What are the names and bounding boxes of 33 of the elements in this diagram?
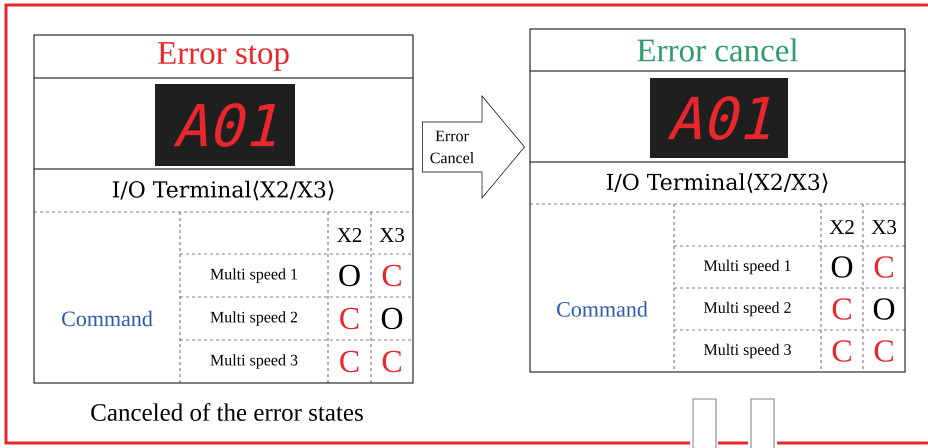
terminal-label: I/O Terminal⟨X2/X3⟩	[112, 180, 334, 200]
terminal-label: I/O Terminal⟨X2/X3⟩	[606, 173, 828, 193]
row-label: Multi speed 3	[704, 344, 791, 358]
heading: Error stop	[158, 42, 289, 71]
state-letter: C	[874, 340, 893, 362]
column-header: X2	[830, 220, 854, 234]
state-letter: C	[340, 350, 358, 372]
row-label: Multi speed 2	[704, 302, 791, 316]
seven-segment-display: A01	[155, 84, 295, 166]
state-letter: C	[382, 264, 401, 286]
edge-label: Error Cancel	[430, 130, 474, 164]
state-letter: C	[832, 298, 851, 320]
column-header: X3	[872, 220, 896, 234]
command-label: Command	[62, 310, 153, 326]
state-letter: O	[874, 298, 894, 320]
command-label: Command	[557, 301, 648, 317]
block-arrow	[422, 95, 525, 199]
column-header: X3	[380, 228, 404, 242]
state-letter: O	[832, 256, 852, 278]
state-letter: C	[382, 350, 401, 372]
state-letter: C	[832, 340, 851, 362]
row-label: Multi speed 3	[210, 354, 298, 369]
row-label: Multi speed 1	[704, 260, 791, 274]
caption-text: Canceled of the error states	[91, 403, 363, 421]
state-letter: C	[340, 308, 358, 330]
heading: Error cancel	[637, 38, 798, 62]
state-letter: O	[382, 308, 402, 330]
column-header: X2	[337, 228, 362, 242]
row-label: Multi speed 2	[210, 311, 298, 326]
row-label: Multi speed 1	[210, 268, 298, 283]
state-letter: C	[874, 256, 893, 278]
state-letter: O	[339, 264, 360, 286]
seven-segment-display: A01	[650, 78, 788, 158]
